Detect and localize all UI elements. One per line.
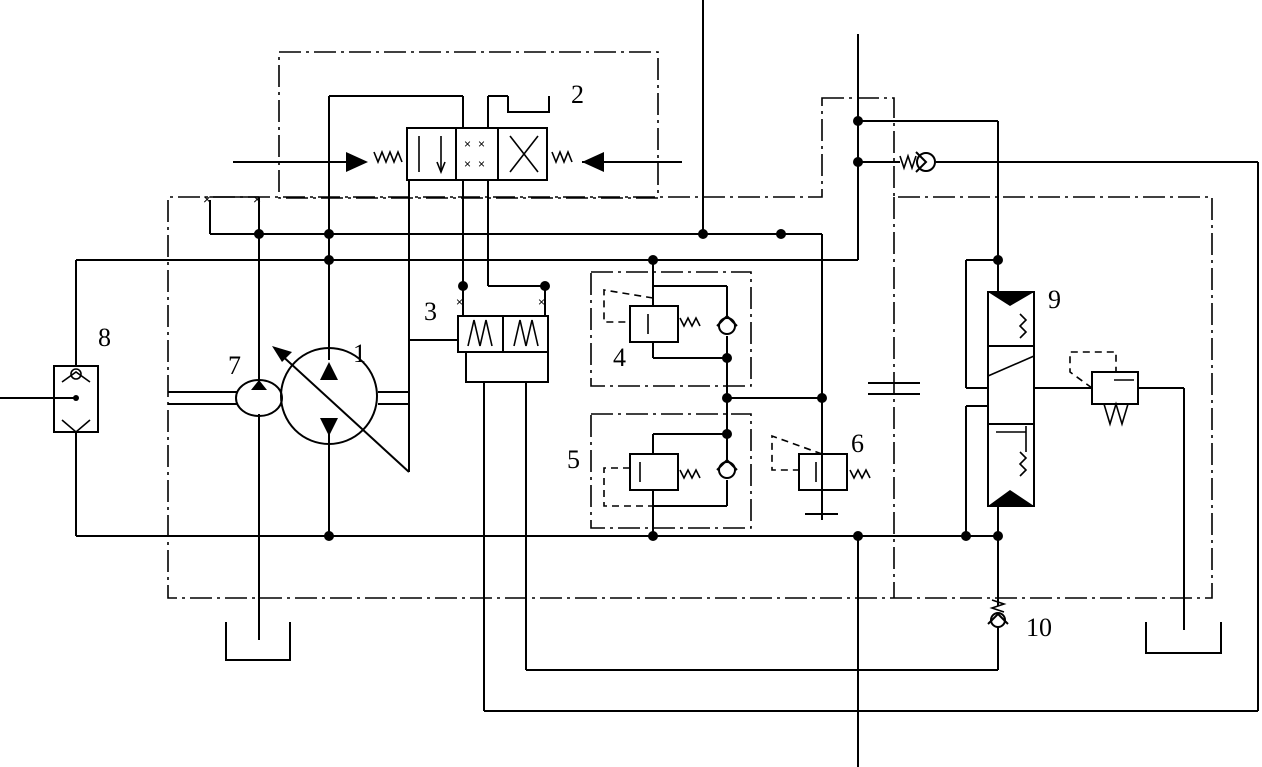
tank-valve-6	[805, 490, 838, 515]
svg-text:×: ×	[538, 295, 545, 309]
relief-valve-5-enclosure	[590, 413, 752, 529]
svg-text:×: ×	[478, 137, 485, 151]
label-valve-2: 2	[571, 80, 584, 109]
flushing-valve-9	[987, 291, 1035, 507]
label-pump-1: 1	[353, 339, 366, 368]
svg-text:×: ×	[464, 137, 471, 151]
svg-text:×: ×	[203, 191, 211, 207]
label-valve-5: 5	[567, 445, 580, 474]
label-valve-8: 8	[98, 323, 111, 352]
relief-valve-5	[603, 453, 738, 507]
small-relief-valve	[1069, 351, 1139, 427]
accumulator-symbol	[868, 382, 920, 395]
svg-text:×: ×	[464, 157, 471, 171]
tank-left	[225, 622, 291, 661]
relief-valve-4	[603, 289, 738, 343]
label-pump-7: 7	[228, 351, 241, 380]
label-valve-9: 9	[1048, 285, 1061, 314]
valve-2-enclosure	[278, 51, 659, 199]
relief-valve-4-enclosure	[590, 271, 752, 387]
directional-valve-2: × × × ×	[233, 127, 682, 181]
svg-text:×: ×	[253, 191, 261, 207]
svg-text:×: ×	[478, 157, 485, 171]
main-unit-enclosure	[167, 97, 1213, 599]
junction-dots	[254, 116, 1003, 541]
check-valve-top	[899, 151, 936, 173]
svg-text:×: ×	[456, 295, 463, 309]
label-valve-6: 6	[851, 429, 864, 458]
pilot-markers: × ×	[203, 191, 261, 207]
shuttle-valve-3: × ×	[456, 295, 549, 383]
tank-right	[1145, 622, 1222, 654]
main-pump-1	[272, 346, 410, 473]
tank-valve-2	[507, 96, 550, 113]
label-valve-10: 10	[1026, 613, 1052, 642]
label-valve-3: 3	[424, 297, 437, 326]
check-valve-10	[987, 599, 1009, 628]
charge-relief-valve-6	[771, 434, 871, 491]
label-valve-4: 4	[613, 343, 626, 372]
charge-pump-7	[235, 379, 283, 417]
pressure-select-valve-8	[53, 365, 99, 434]
